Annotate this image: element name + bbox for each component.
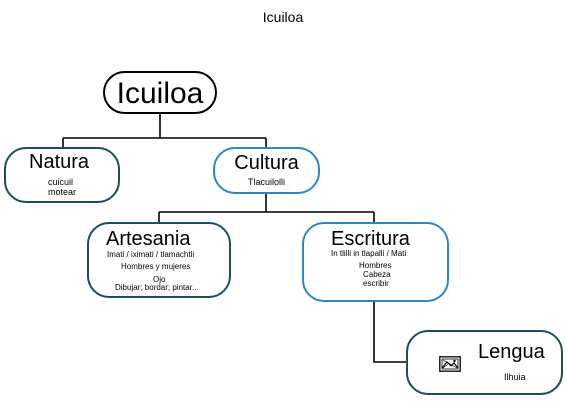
node-title: Escritura xyxy=(331,228,410,250)
node-artesania[interactable]: Artesania Imati / iximati / tlamachtli H… xyxy=(87,222,231,298)
node-cultura[interactable]: Cultura Tlacuilolli xyxy=(213,147,320,194)
node-line: Hombres xyxy=(359,261,392,270)
node-title: Cultura xyxy=(234,152,299,174)
node-line: Ojo xyxy=(153,275,166,284)
node-line: cuicuil xyxy=(48,177,74,187)
picture-icon xyxy=(439,356,461,372)
node-line: Hombres y mujeres xyxy=(121,262,191,271)
page-title: Icuiloa xyxy=(262,9,304,25)
node-escritura[interactable]: Escritura In tlilli in tlapalli / Mati H… xyxy=(302,222,449,302)
node-line: Imati / iximati / tlamachtli xyxy=(107,250,195,259)
node-natura[interactable]: Natura cuicuil motear xyxy=(4,147,120,203)
node-title: Artesania xyxy=(106,228,191,250)
node-title: Lengua xyxy=(478,341,545,363)
node-lengua[interactable]: Lengua Ilhuia xyxy=(406,330,563,395)
node-line: escribir xyxy=(363,279,389,288)
node-line: Tlacuilolli xyxy=(247,177,285,187)
node-line: Ilhuia xyxy=(504,372,526,382)
node-line: Cabeza xyxy=(363,270,391,279)
node-line: In tlilli in tlapalli / Mati xyxy=(331,249,407,258)
node-title: Natura xyxy=(29,151,90,173)
node-root[interactable]: Icuiloa xyxy=(103,71,217,114)
connector-escritura-lengua xyxy=(373,302,406,363)
node-title: Icuiloa xyxy=(116,77,204,110)
node-line: Dibujar; bordar; pintar... xyxy=(115,283,199,292)
node-line: motear xyxy=(48,187,77,197)
